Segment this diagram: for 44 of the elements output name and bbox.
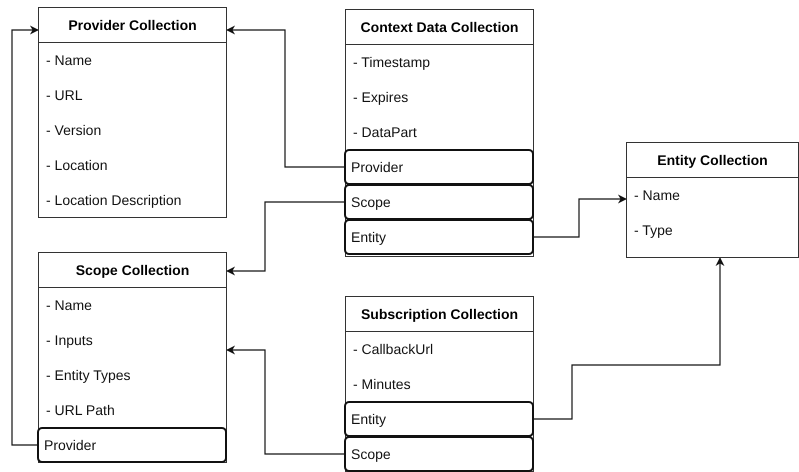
field-label: - Name [45, 51, 93, 70]
field-label: - CallbackUrl [352, 340, 434, 359]
reference-field-name: Provider [351, 158, 404, 177]
table-title: Scope Collection [39, 253, 226, 288]
table-title: Subscription Collection [346, 297, 533, 332]
connector-arrow [226, 201, 344, 276]
reference-field-box [344, 436, 534, 472]
field-label: - URL [45, 86, 84, 105]
field-label: - DataPart [352, 123, 418, 142]
reference-field-box [344, 149, 534, 185]
table-box [345, 9, 534, 257]
reference-field-name: Entity [351, 410, 386, 429]
reference-field-name: Scope [351, 193, 391, 212]
table-title: Provider Collection [39, 8, 226, 43]
field-label: - Timestamp [352, 53, 432, 72]
table-title: Entity Collection [627, 143, 798, 178]
table-box [38, 7, 227, 218]
connector-arrow [11, 26, 39, 446]
field-label: - URL Path [45, 401, 116, 420]
field-label: - Location Description [45, 191, 182, 210]
field-label: - Name [633, 186, 681, 205]
field-label: - Entity Types [45, 366, 132, 385]
field-label: - Inputs [45, 331, 94, 350]
table-box [38, 252, 227, 463]
field-label: - Expires [352, 88, 410, 107]
connector-arrow [226, 26, 344, 168]
table-box [626, 142, 799, 258]
reference-field-name: Provider [44, 436, 96, 455]
table-box [345, 296, 534, 472]
reference-field-box [344, 401, 534, 437]
table-title: Context Data Collection [346, 10, 533, 45]
field-label: - Type [633, 221, 674, 240]
connector-arrow [534, 257, 724, 420]
reference-field-box [344, 219, 534, 255]
field-label: - Location [45, 156, 108, 175]
reference-field-name: Scope [351, 445, 391, 464]
reference-field-box [344, 184, 534, 220]
field-label: - Version [45, 121, 102, 140]
field-label: - Name [45, 296, 93, 315]
connector-arrow [226, 346, 344, 455]
field-label: - Minutes [352, 375, 412, 394]
connector-arrow [534, 194, 627, 238]
reference-field-box [37, 427, 227, 463]
reference-field-name: Entity [351, 228, 386, 247]
